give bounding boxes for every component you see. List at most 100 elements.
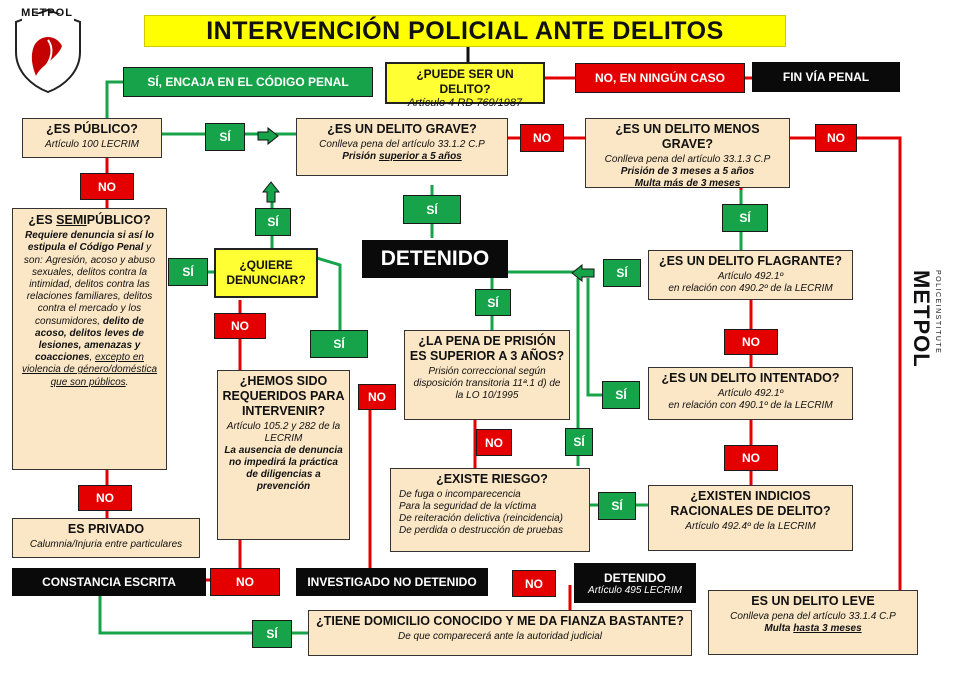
riesgo-item: De fuga o incomparecencia (399, 489, 521, 500)
si-label: SÍ (475, 289, 511, 316)
metpol-vertical-logo: METPOL POLICEINSTITUTE (908, 270, 948, 410)
shield-emblem-icon (15, 8, 81, 94)
semi-q-b: SEMI (56, 213, 87, 227)
encaja-codigo-penal: SÍ, ENCAJA EN EL CÓDIGO PENAL (123, 67, 373, 97)
puede-question: ¿PUEDE SER UN DELITO? (416, 67, 514, 96)
si-label: SÍ (603, 259, 641, 287)
si-label: SÍ (598, 492, 636, 520)
menos-grave-pena1: Prisión de 3 meses a 5 años (620, 166, 755, 177)
menos-grave-question: ¿ES UN DELITO MENOS GRAVE? (615, 122, 760, 151)
requeridos-ref: Artículo 105.2 y 282 de la LECRIM (226, 421, 341, 444)
delito-leve-box: ES UN DELITO LEVE Conlleva pena del artí… (708, 590, 918, 655)
intentado-ref2: en relación con 490.1º de la LECRIM (668, 400, 833, 411)
si-label: SÍ (168, 258, 208, 286)
quiere-denunciar-box: ¿QUIERE DENUNCIAR? (214, 248, 318, 298)
puede-ser-delito-box: ¿PUEDE SER UN DELITO? Artículo 4 RD 769/… (385, 62, 545, 109)
detenido2-ref: Artículo 495 LECRIM (588, 584, 682, 596)
si-label: SÍ (205, 123, 245, 151)
pena-superior-3-box: ¿LA PENA DE PRISIÓN ES SUPERIOR A 3 AÑOS… (404, 330, 570, 420)
si-label: SÍ (602, 381, 640, 409)
grave-question: ¿ES UN DELITO GRAVE? (327, 122, 477, 136)
no-label: NO (80, 173, 134, 200)
si-label: SÍ (565, 428, 593, 456)
privado-title: ES PRIVADO (67, 522, 145, 536)
grave-ref: Conlleva pena del artículo 33.1.2 C.P (319, 139, 485, 150)
metpol-logo (8, 6, 88, 94)
si-label: SÍ (310, 330, 368, 358)
leve-multa-value: hasta 3 meses (793, 623, 862, 634)
pena3-question: ¿LA PENA DE PRISIÓN ES SUPERIOR A 3 AÑOS… (409, 334, 565, 363)
es-publico-box: ¿ES PÚBLICO? Artículo 100 LECRIM (22, 118, 162, 158)
ningun-caso: NO, EN NINGÚN CASO (575, 63, 745, 93)
flagrante-question: ¿ES UN DELITO FLAGRANTE? (658, 254, 843, 268)
existe-riesgo-box: ¿EXISTE RIESGO? De fuga o incomparecenci… (390, 468, 590, 552)
indicios-question: ¿EXISTEN INDICIOS RACIONALES DE DELITO? (670, 489, 831, 518)
indicios-racionales-box: ¿EXISTEN INDICIOS RACIONALES DE DELITO? … (648, 485, 853, 551)
puede-ref: Artículo 4 RD 769/1987 (407, 97, 523, 109)
intentado-ref1: Artículo 492.1º (717, 388, 784, 399)
grave-pena-prefix: Prisión (342, 151, 379, 162)
semi-comma: , (89, 352, 96, 364)
detenido-box: DETENIDO (362, 240, 508, 278)
flagrante-ref1: Artículo 492.1º (717, 271, 784, 282)
indicios-ref: Artículo 492.4º de la LECRIM (685, 521, 816, 532)
semi-list: Agresión, acoso y abuso sexuales, delito… (26, 254, 156, 327)
leve-title: ES UN DELITO LEVE (751, 594, 875, 608)
intentado-question: ¿ES UN DELITO INTENTADO? (661, 371, 840, 385)
domicilio-fianza-box: ¿TIENE DOMICILIO CONOCIDO Y ME DA FIANZA… (308, 610, 692, 656)
requeridos-question: ¿HEMOS SIDO REQUERIDOS PARA INTERVENIR? (222, 374, 345, 418)
grave-pena-value: superior a 5 años (378, 151, 462, 162)
no-label: NO (358, 384, 396, 410)
arrow-up-icon (262, 181, 280, 203)
detenido-495-box: DETENIDO Artículo 495 LECRIM (574, 563, 696, 603)
publico-question: ¿ES PÚBLICO? (46, 122, 138, 136)
menos-grave-ref: Conlleva pena del artículo 33.1.3 C.P (604, 154, 771, 165)
semi-excepto: excepto en violencia de género/doméstica… (21, 352, 158, 388)
no-label: NO (78, 485, 132, 511)
si-label: SÍ (252, 620, 292, 648)
arrow-right-icon (257, 127, 279, 145)
vertical-logo-name: METPOL (909, 270, 934, 368)
es-semipublico-box: ¿ES SEMIPÚBLICO? Requiere denuncia si as… (12, 208, 167, 470)
riesgo-item: De reiteración delictiva (reincidencia) (399, 513, 563, 524)
semi-y-son: y son: (23, 242, 152, 266)
delito-grave-box: ¿ES UN DELITO GRAVE? Conlleva pena del a… (296, 118, 508, 176)
delito-flagrante-box: ¿ES UN DELITO FLAGRANTE? Artículo 492.1º… (648, 250, 853, 300)
es-privado-box: ES PRIVADO Calumnia/Injuria entre partic… (12, 518, 200, 558)
detenido2-title: DETENIDO (603, 570, 666, 585)
vertical-logo-sub: POLICEINSTITUTE (934, 270, 941, 355)
no-label: NO (724, 329, 778, 355)
si-label: SÍ (403, 195, 461, 224)
investigado-no-detenido: INVESTIGADO NO DETENIDO (296, 568, 488, 596)
semi-requiere: Requiere denuncia si así lo estipula el … (25, 230, 154, 254)
no-label: NO (520, 124, 564, 152)
arrow-left-icon (571, 264, 595, 282)
quiere-question: ¿QUIERE DENUNCIAR? (226, 258, 306, 287)
leve-multa-prefix: Multa (764, 623, 794, 634)
delito-intentado-box: ¿ES UN DELITO INTENTADO? Artículo 492.1º… (648, 367, 853, 420)
no-label: NO (210, 568, 280, 596)
requeridos-box: ¿HEMOS SIDO REQUERIDOS PARA INTERVENIR? … (217, 370, 350, 540)
semi-q-c: PÚBLICO? (86, 213, 151, 227)
semi-period: . (125, 376, 129, 388)
no-label: NO (815, 124, 857, 152)
riesgo-question: ¿EXISTE RIESGO? (436, 472, 548, 486)
delito-menos-grave-box: ¿ES UN DELITO MENOS GRAVE? Conlleva pena… (585, 118, 790, 189)
domicilio-question: ¿TIENE DOMICILIO CONOCIDO Y ME DA FIANZA… (316, 614, 684, 628)
leve-ref: Conlleva pena del artículo 33.1.4 C.P (730, 611, 896, 622)
domicilio-ref: De que comparecerá ante la autoridad jud… (397, 631, 602, 642)
si-label: SÍ (722, 204, 768, 232)
page-title: INTERVENCIÓN POLICIAL ANTE DELITOS (144, 15, 786, 47)
riesgo-item: Para la seguridad de la víctima (399, 501, 537, 512)
privado-ref: Calumnia/Injuria entre particulares (29, 539, 183, 550)
si-label: SÍ (255, 208, 291, 236)
requeridos-note: La ausencia de denuncia no impedirá la p… (224, 445, 343, 492)
flagrante-ref2: en relación con 490.2º de la LECRIM (668, 283, 833, 294)
riesgo-item: De perdida o destrucción de pruebas (399, 525, 563, 536)
no-label: NO (724, 445, 778, 471)
logo-wordmark: METPOL (21, 7, 73, 19)
fin-via-penal: FIN VÍA PENAL (752, 62, 900, 92)
no-label: NO (476, 429, 512, 456)
constancia-escrita: CONSTANCIA ESCRITA (12, 568, 206, 596)
semi-q-a: ¿ES (28, 213, 57, 227)
